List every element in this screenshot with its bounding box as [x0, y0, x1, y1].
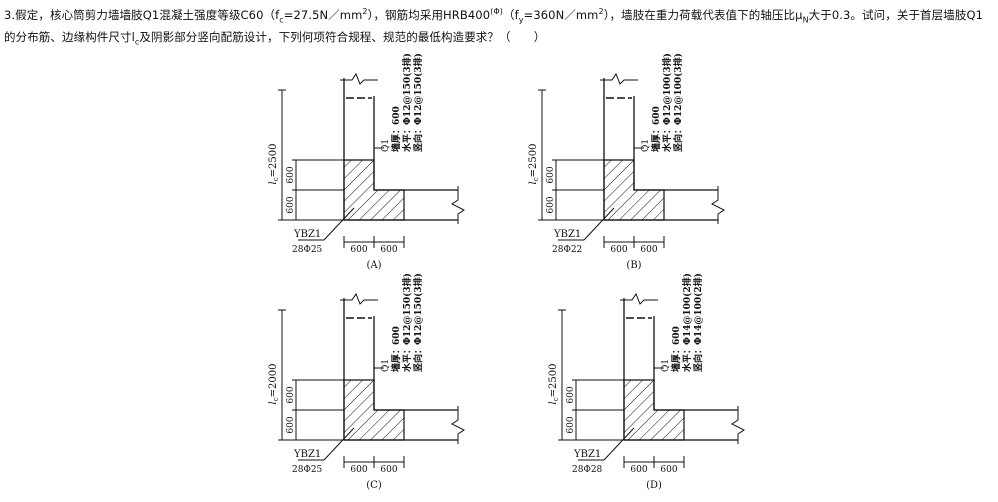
- question-subscript: c: [279, 15, 284, 25]
- lc-label: lc=2500: [548, 364, 560, 405]
- ybz-bars: 28Φ22: [552, 245, 582, 255]
- ybz-name: YBZ1: [293, 229, 321, 240]
- lc-value: =2500: [268, 144, 279, 178]
- dim-top-label: 600: [546, 166, 556, 183]
- question-fragment: （f: [502, 8, 519, 22]
- dim-right-label: 600: [380, 245, 397, 255]
- wall-thickness: 墙厚：600: [670, 326, 682, 372]
- lc-label: lc=2000: [268, 364, 280, 405]
- question-superscript: 2: [598, 7, 604, 17]
- dim-bottom-label: 600: [546, 196, 556, 213]
- option-label: (D): [646, 480, 662, 491]
- question-superscript: 2: [362, 7, 368, 17]
- dim-top-label: 600: [286, 166, 296, 183]
- vertical-rebar: 竖向：Φ14@100(2排): [692, 273, 704, 372]
- question-fragment: =360N／mm: [523, 8, 599, 22]
- dim-left-label: 600: [630, 465, 647, 475]
- wall-thickness: 墙厚：600: [390, 326, 402, 372]
- dim-bottom-label: 600: [566, 416, 576, 433]
- lc-symbol: l: [548, 401, 559, 404]
- lc-subscript: c: [532, 177, 540, 181]
- ybz-name: YBZ1: [573, 449, 601, 460]
- dim-left-label: 600: [350, 245, 367, 255]
- vertical-rebar: 竖向：Φ12@150(3排): [412, 53, 424, 152]
- option-label: (B): [626, 260, 641, 271]
- q1-name: Q1: [381, 359, 391, 372]
- question-fragment: ），钢筋均采用HRB400: [367, 8, 491, 22]
- wall-thickness: 墙厚：600: [650, 106, 662, 152]
- question-subscript: c: [134, 37, 140, 47]
- lc-value: =2500: [548, 364, 559, 398]
- wall-thickness: 墙厚：600: [390, 106, 402, 152]
- ybz-name: YBZ1: [293, 449, 321, 460]
- lc-subscript: c: [272, 397, 280, 401]
- q1-name: Q1: [641, 139, 651, 152]
- question-fragment: ），墙肢在重力荷载代表值下的轴压比μ: [603, 8, 803, 22]
- dim-left-label: 600: [350, 465, 367, 475]
- dim-right-label: 600: [380, 465, 397, 475]
- horizontal-rebar: 水平：Φ12@100(3排): [661, 53, 673, 152]
- dim-bottom-label: 600: [286, 196, 296, 213]
- question-subscript: y: [518, 15, 524, 25]
- dim-top-label: 600: [286, 386, 296, 403]
- question-subscript: N: [802, 15, 809, 25]
- horizontal-rebar: 水平：Φ12@150(3排): [401, 53, 413, 152]
- question-text: 3.假定，核心筒剪力墙墙肢Q1混凝土强度等级C60（fc=27.5N／mm2），…: [4, 4, 994, 48]
- lc-subscript: c: [552, 397, 560, 401]
- question-fragment: 及阴影部分竖向配筋设计，下列何项符合规程、规范的最低构造要求？（ ）: [139, 30, 546, 44]
- lc-label: lc=2500: [528, 144, 540, 185]
- dim-right-label: 600: [640, 245, 657, 255]
- dim-bottom-label: 600: [286, 416, 296, 433]
- lc-symbol: l: [528, 181, 539, 184]
- ybz-bars: 28Φ25: [292, 245, 323, 255]
- dim-left-label: 600: [610, 245, 627, 255]
- question-fragment: 大于0.3。试问，关于首层墙肢Q1的分布筋、边缘构件尺寸l: [4, 8, 984, 44]
- lc-value: =2500: [528, 144, 539, 178]
- ybz-name: YBZ1: [553, 229, 581, 240]
- dim-top-label: 600: [566, 386, 576, 403]
- lc-symbol: l: [268, 181, 279, 184]
- lc-label: lc=2500: [268, 144, 280, 185]
- option-label: (A): [366, 260, 381, 271]
- horizontal-rebar: 水平：Φ14@100(2排): [681, 273, 693, 372]
- lc-value: =2000: [268, 364, 279, 398]
- horizontal-rebar: 水平：Φ12@150(3排): [401, 273, 413, 372]
- vertical-rebar: 竖向：Φ12@100(3排): [672, 53, 684, 152]
- ybz-bars: 28Φ28: [572, 465, 603, 475]
- q1-name: Q1: [381, 139, 391, 152]
- dim-right-label: 600: [660, 465, 677, 475]
- option-label: (C): [366, 480, 382, 491]
- q1-name: Q1: [661, 359, 671, 372]
- ybz-bars: 28Φ25: [292, 465, 323, 475]
- question-fragment: 3.假定，核心筒剪力墙墙肢Q1混凝土强度等级C60（f: [4, 8, 280, 22]
- lc-symbol: l: [268, 401, 279, 404]
- question-fragment: =27.5N／mm: [283, 8, 363, 22]
- question-superscript: (Φ): [490, 7, 503, 17]
- vertical-rebar: 竖向：Φ12@150(3排): [412, 273, 424, 372]
- lc-subscript: c: [272, 177, 280, 181]
